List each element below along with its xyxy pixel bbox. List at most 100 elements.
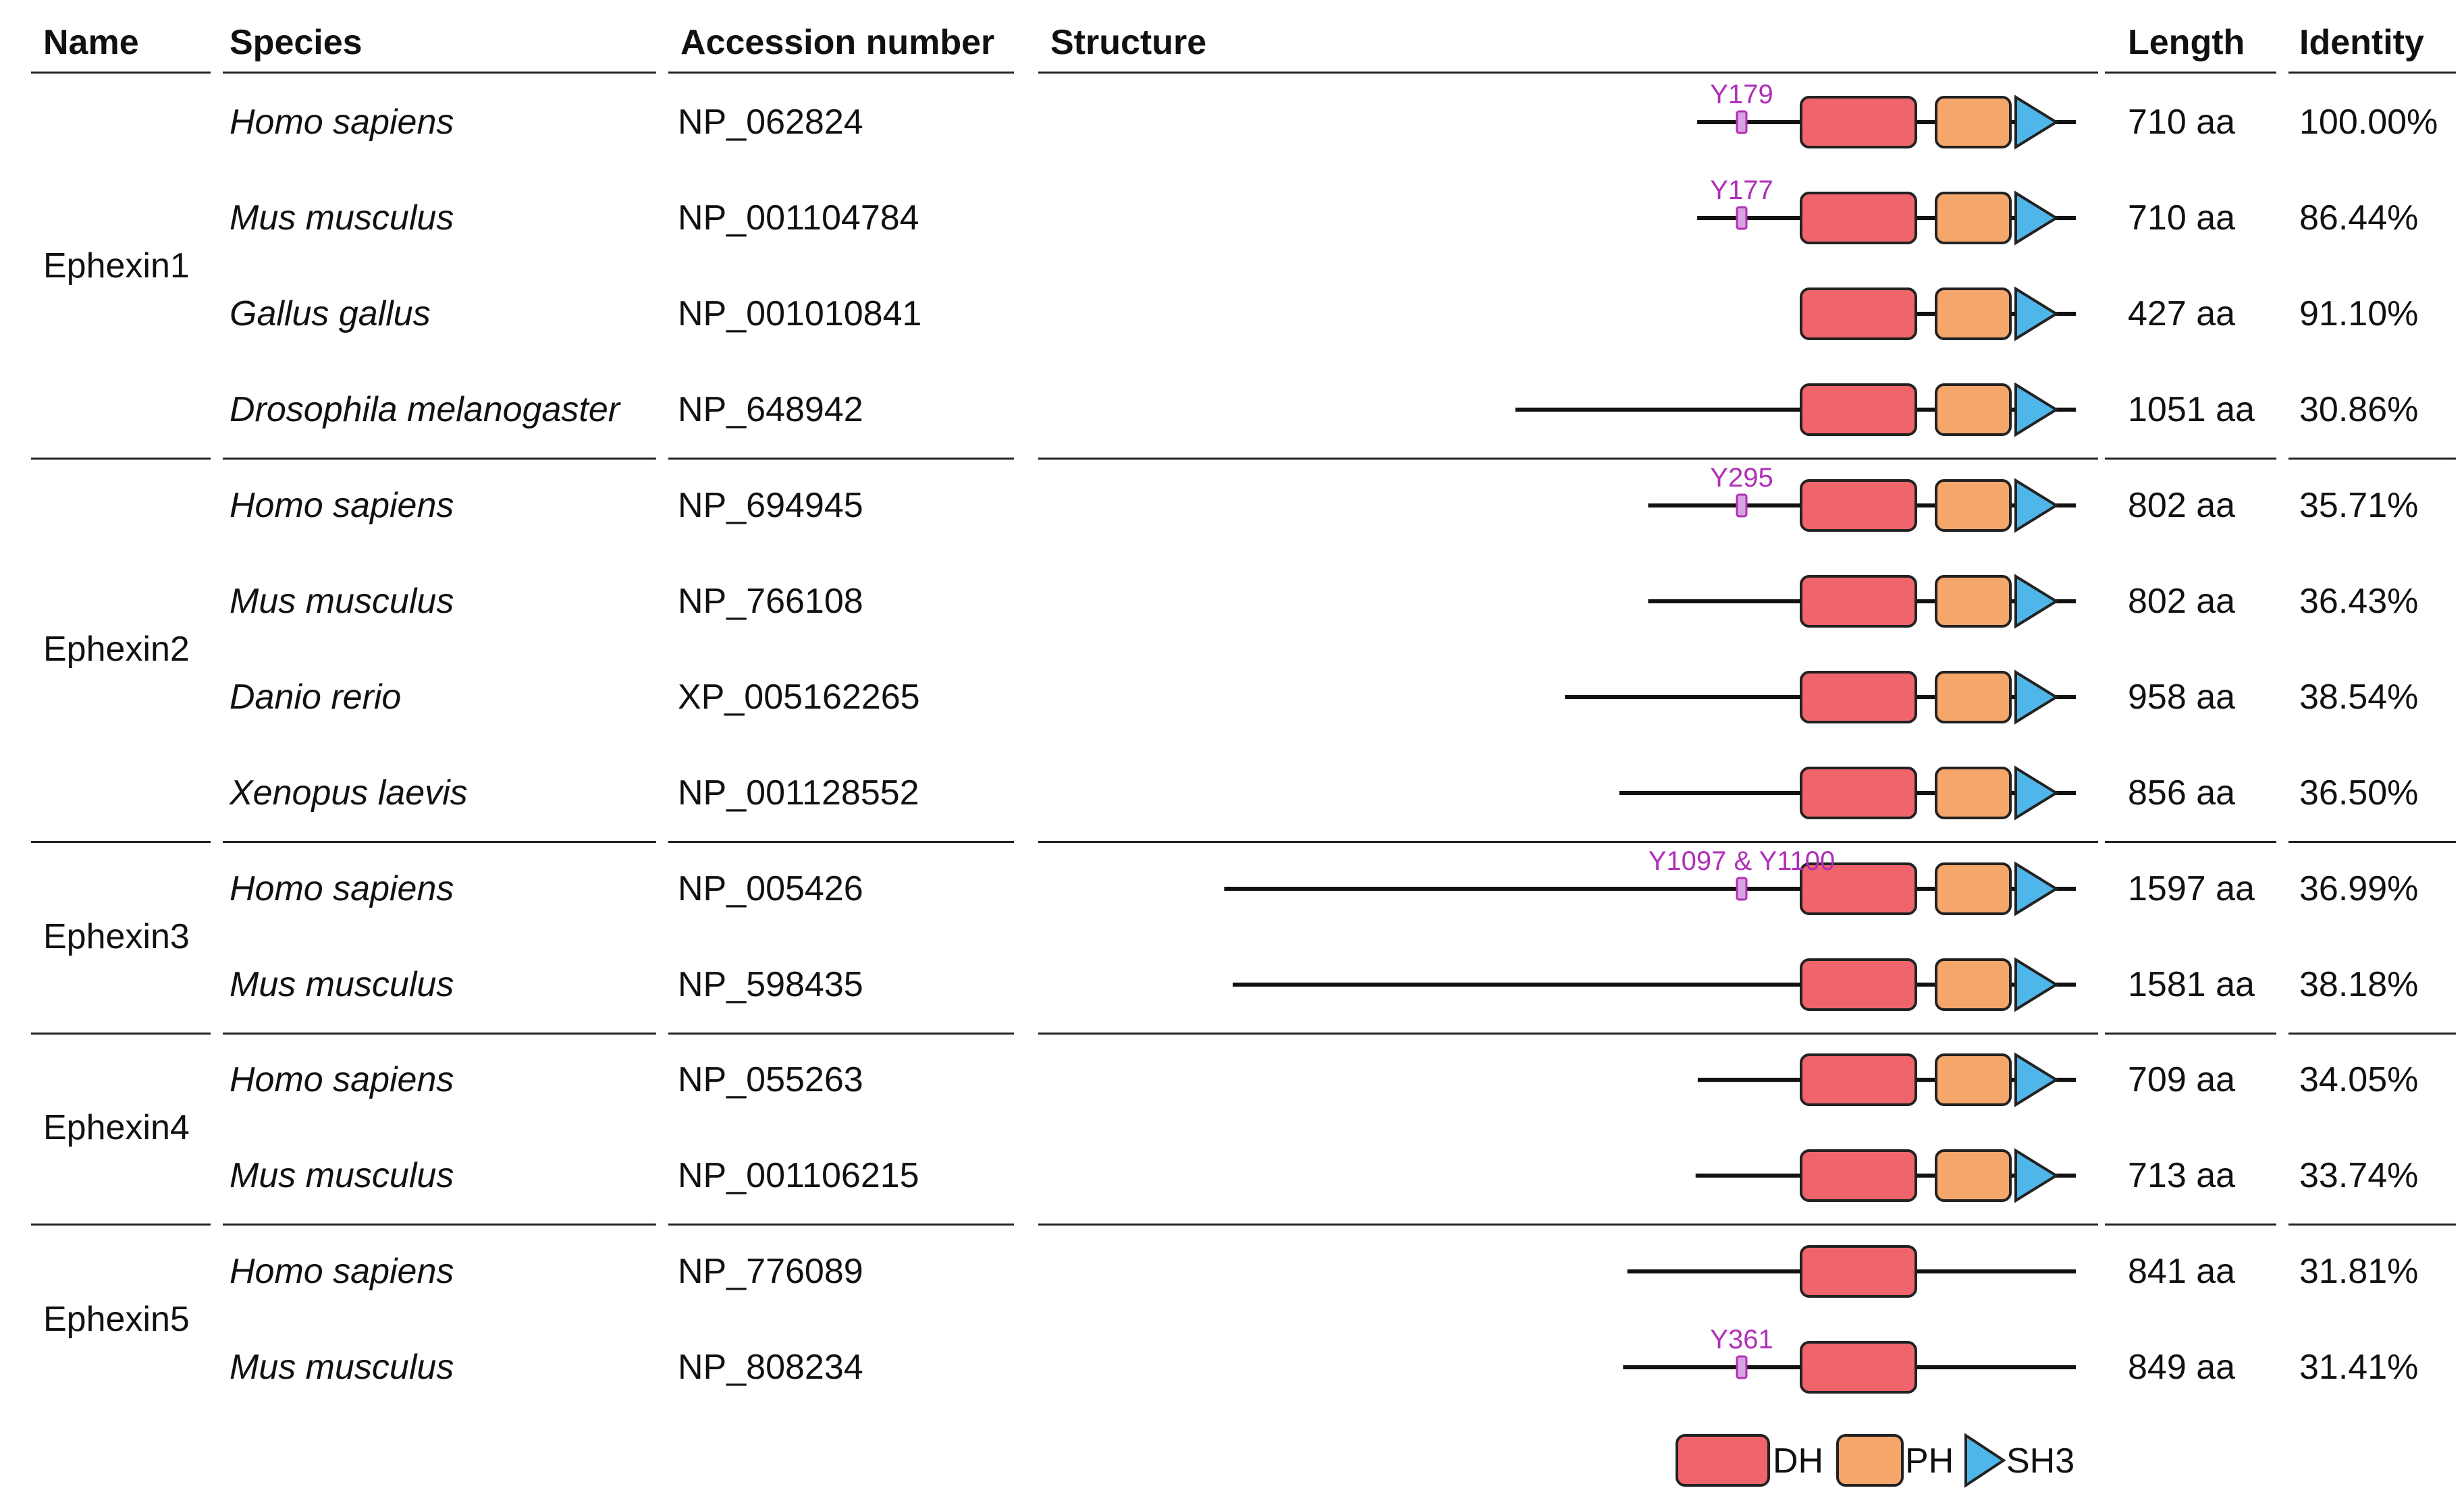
length-cell: 710 aa [2128,198,2236,238]
ph-domain [1935,287,2012,340]
accession-cell: NP_001104784 [678,198,919,238]
phospho-site-marker [1736,877,1748,901]
legend-dh-swatch [1676,1434,1770,1487]
phospho-site-marker [1736,1355,1748,1379]
identity-cell: 33.74% [2299,1156,2419,1195]
header-identity: Identity [2299,23,2424,62]
length-cell: 1581 aa [2128,965,2255,1004]
identity-cell: 35.71% [2299,486,2419,525]
identity-cell: 38.18% [2299,965,2419,1004]
species-cell: Mus musculus [230,965,454,1004]
group-separator [2105,1224,2276,1226]
accession-cell: NP_694945 [678,486,863,525]
group-separator [31,1224,211,1226]
header-length: Length [2128,23,2245,62]
accession-cell: NP_062824 [678,103,863,142]
phospho-site-label: Y1097 & Y1100 [1649,846,1836,876]
sh3-domain [2014,1052,2059,1107]
group-separator [31,841,211,843]
species-cell: Danio rerio [230,678,402,717]
ph-domain [1935,671,2012,723]
phospho-site-label: Y295 [1710,463,1773,493]
identity-cell: 36.50% [2299,773,2419,813]
group-separator [668,1224,1014,1226]
species-cell: Homo sapiens [230,869,454,908]
species-cell: Homo sapiens [230,103,454,142]
phospho-site-marker [1736,493,1748,518]
legend-ph-label: PH [1905,1441,1954,1481]
sh3-domain [2014,861,2059,916]
dh-domain [1800,287,1917,340]
length-cell: 1597 aa [2128,869,2255,908]
group-name: Ephexin4 [43,1108,190,1147]
dh-domain [1800,862,1917,915]
identity-cell: 34.05% [2299,1060,2419,1099]
species-cell: Mus musculus [230,1156,454,1195]
ph-domain [1935,1149,2012,1202]
species-cell: Homo sapiens [230,1252,454,1291]
length-cell: 709 aa [2128,1060,2236,1099]
ph-domain [1935,767,2012,819]
species-cell: Mus musculus [230,198,454,238]
sh3-domain [2014,478,2059,533]
accession-cell: NP_001128552 [678,773,919,813]
group-separator [31,458,211,460]
ph-domain [1935,1053,2012,1106]
accession-cell: NP_648942 [678,390,863,429]
sh3-domain [2014,574,2059,629]
accession-cell: NP_598435 [678,965,863,1004]
group-name: Ephexin3 [43,917,190,956]
legend-dh-label: DH [1773,1441,1823,1481]
length-cell: 802 aa [2128,486,2236,525]
group-separator [223,1224,656,1226]
group-separator [668,1033,1014,1035]
accession-cell: NP_001106215 [678,1156,919,1195]
dh-domain [1800,96,1917,148]
sh3-domain [2014,94,2059,150]
legend-sh3-swatch [1964,1433,2006,1488]
group-separator [2288,1033,2456,1035]
sh3-domain [2014,957,2059,1012]
sh3-domain [2014,286,2059,341]
dh-domain [1800,383,1917,436]
group-name: Ephexin1 [43,246,190,285]
ph-domain [1935,575,2012,628]
header-rule [1038,72,2098,74]
accession-cell: NP_055263 [678,1060,863,1099]
sh3-domain [2014,382,2059,437]
dh-domain [1800,1341,1917,1394]
group-separator [1038,1033,2098,1035]
accession-cell: NP_766108 [678,582,863,621]
species-cell: Homo sapiens [230,486,454,525]
identity-cell: 36.43% [2299,582,2419,621]
group-separator [1038,458,2098,460]
species-cell: Xenopus laevis [230,773,468,813]
header-species: Species [230,23,363,62]
accession-cell: NP_808234 [678,1348,863,1387]
group-separator [2105,1033,2276,1035]
identity-cell: 38.54% [2299,678,2419,717]
ph-domain [1935,862,2012,915]
header-structure: Structure [1050,23,1207,62]
dh-domain [1800,1053,1917,1106]
header-accession: Accession number [680,23,995,62]
group-separator [1038,1224,2098,1226]
sh3-domain [2014,1148,2059,1203]
phospho-site-label: Y361 [1710,1325,1773,1354]
dh-domain [1800,192,1917,244]
accession-cell: NP_001010841 [678,294,922,333]
species-cell: Mus musculus [230,1348,454,1387]
length-cell: 856 aa [2128,773,2236,813]
legend-sh3-label: SH3 [2006,1441,2074,1481]
species-cell: Mus musculus [230,582,454,621]
group-separator [223,841,656,843]
group-name: Ephexin5 [43,1300,190,1339]
group-separator [668,841,1014,843]
identity-cell: 100.00% [2299,103,2438,142]
group-separator [2105,458,2276,460]
group-separator [2288,458,2456,460]
header-rule [668,72,1014,74]
dh-domain [1800,767,1917,819]
phospho-site-label: Y177 [1710,175,1773,205]
